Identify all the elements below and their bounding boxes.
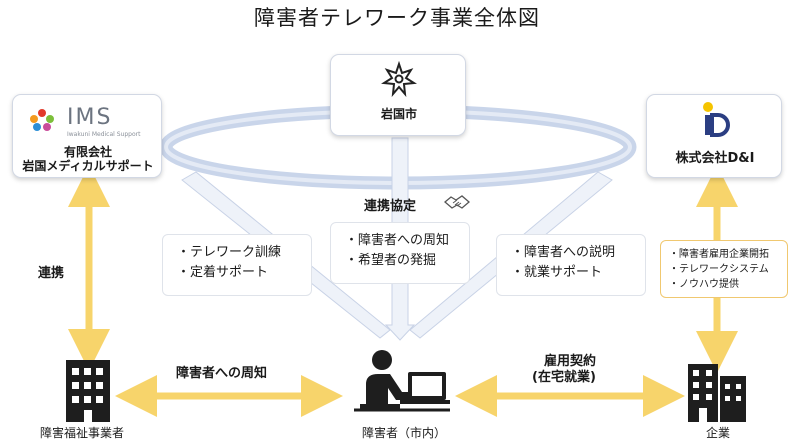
city-card: 岩国市: [330, 54, 466, 136]
box-item: テレワーク訓練: [177, 243, 305, 263]
ims-logo-subtext: Iwakuni Medical Support: [67, 131, 141, 138]
di-card: 株式会社D&I: [646, 94, 782, 178]
box-item: 障害者への説明: [511, 243, 639, 263]
notice-box: 障害者への周知 希望者の発掘: [330, 222, 470, 284]
di-name: 株式会社D&I: [675, 151, 755, 166]
disabled-person-label: 障害者（市内）: [362, 426, 447, 440]
city-emblem-icon: [381, 61, 417, 97]
box-item: ノウハウ提供: [669, 277, 783, 292]
box-item: 希望者の発掘: [345, 251, 463, 271]
employment-label-line2: (在宅就業): [532, 370, 596, 385]
box-item: 障害者への周知: [345, 231, 463, 251]
employment-label-line1: 雇用契約: [544, 354, 597, 369]
building-icon: [66, 360, 110, 422]
company-label: 企業: [706, 426, 731, 440]
page-title: 障害者テレワーク事業全体図: [254, 6, 540, 30]
box-item: 定着サポート: [177, 263, 305, 283]
box-item: 障害者雇用企業開拓: [669, 247, 783, 262]
box-item: テレワークシステム: [669, 262, 783, 277]
cooperation-agreement-label: 連携協定: [364, 199, 417, 214]
handshake-icon: [444, 195, 470, 209]
person-at-computer-icon: [354, 350, 450, 412]
office-building-icon: [688, 364, 746, 422]
explanation-box: 障害者への説明 就業サポート: [496, 234, 646, 296]
city-name: 岩国市: [380, 107, 417, 121]
ims-name-line2: 岩国メディカルサポート: [22, 159, 154, 173]
training-box: テレワーク訓練 定着サポート: [162, 234, 312, 296]
ims-logo-text: IMS: [67, 105, 113, 130]
box-item: 就業サポート: [511, 263, 639, 283]
cooperation-label: 連携: [38, 266, 65, 281]
di-logo-icon: [703, 102, 730, 137]
ims-card: IMS Iwakuni Medical Support 有限会社 岩国メディカル…: [12, 94, 162, 178]
welfare-operator-label: 障害福祉事業者: [40, 426, 125, 440]
ims-name-line1: 有限会社: [63, 145, 112, 159]
di-services-box: 障害者雇用企業開拓 テレワークシステム ノウハウ提供: [660, 240, 788, 298]
notice-label: 障害者への周知: [176, 366, 268, 381]
ims-logo-icon: [30, 109, 54, 131]
